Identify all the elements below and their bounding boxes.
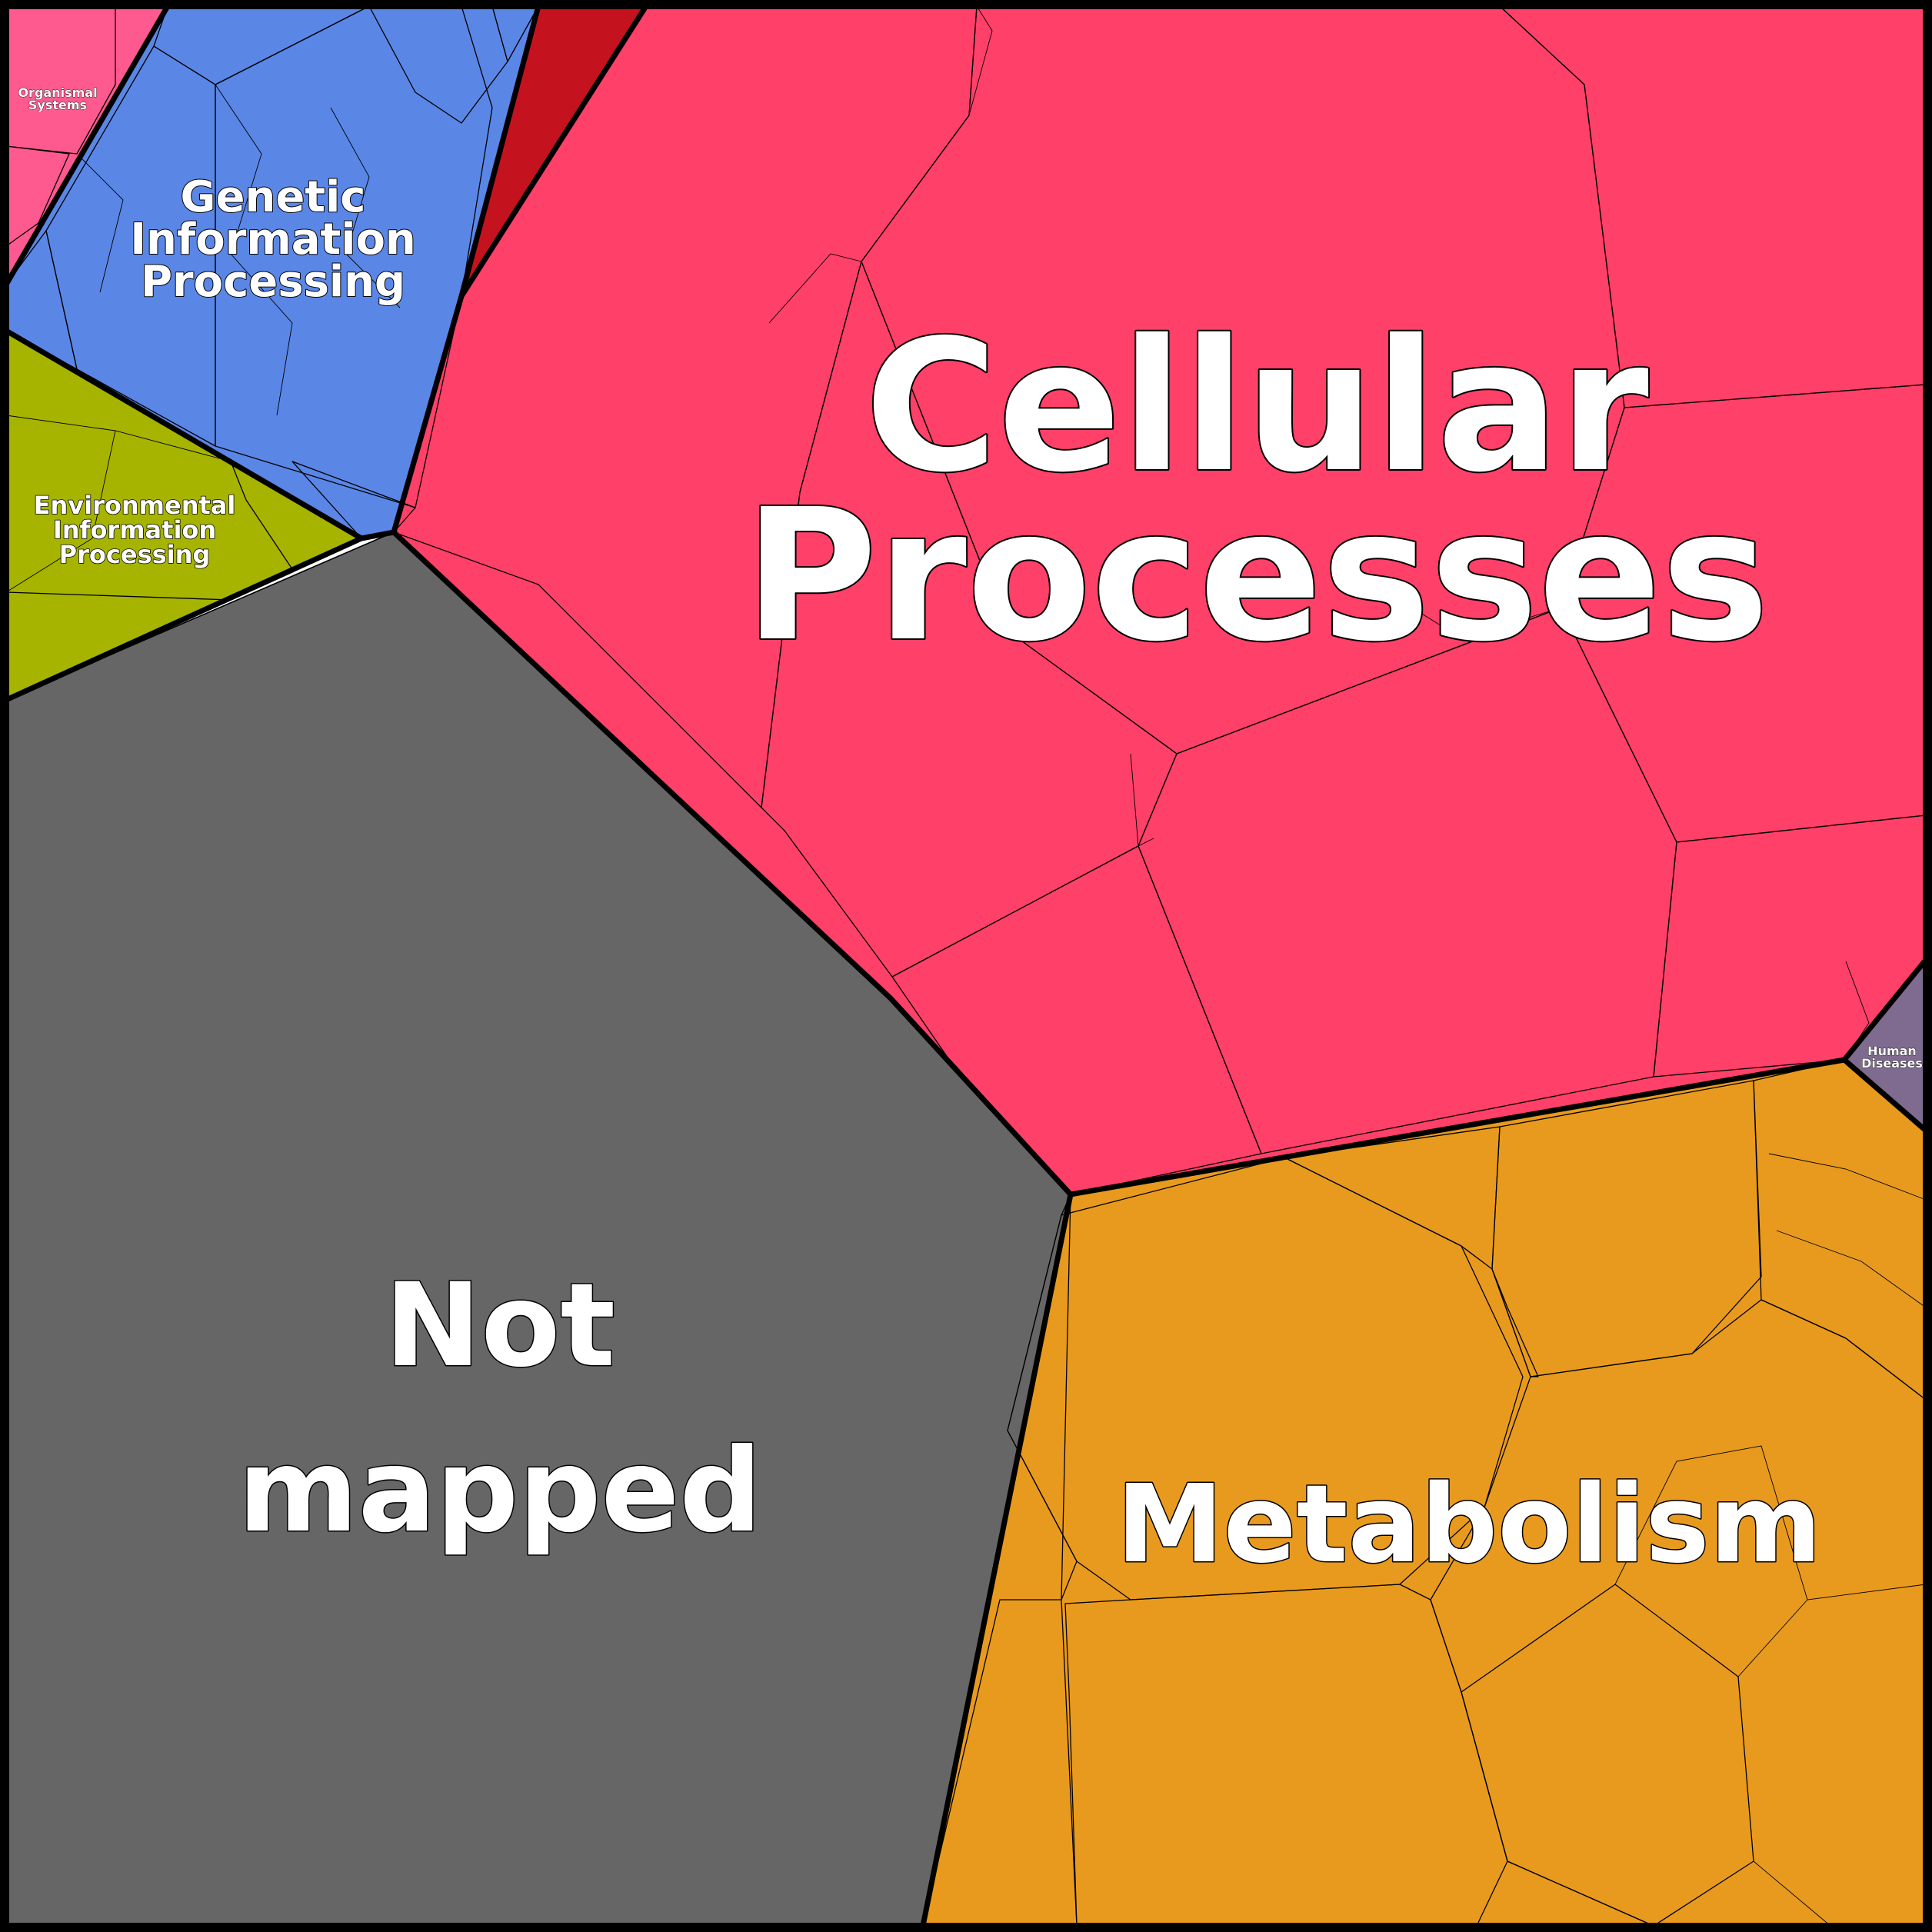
cellular-cell-lower-left	[761, 261, 1178, 978]
boundary-cellular-metabolism	[1070, 1057, 1845, 1198]
metabolism-fine-line-4	[1768, 1153, 1927, 1201]
metabolism-cell-yellow-left	[922, 1194, 1078, 1927]
label-not-mapped-line-2: mapped	[238, 1424, 761, 1558]
label-genetic-line-1: Genetic	[181, 172, 366, 222]
label-environmental-line-3: Processing	[59, 540, 211, 569]
label-genetic-line-3: Processing	[141, 257, 405, 307]
label-organismal-line-1: Organismal	[18, 85, 97, 100]
metabolism-cell-tan-lower	[1491, 1268, 1539, 1377]
label-genetic-line-2: Information	[130, 215, 416, 265]
label-cellular-line-1: Cellular	[864, 301, 1649, 512]
cellular-fine-line-3	[1130, 753, 1154, 847]
metabolism-fine-line-2	[1614, 1445, 1808, 1601]
metabolism-fine-line-5	[1776, 1230, 1927, 1308]
metabolism-cell-amber	[1284, 1126, 1501, 1270]
environmental-fine-line-2	[5, 430, 116, 593]
label-environmental-line-1: Environmental	[34, 491, 236, 520]
label-metabolism: Metabolism	[1116, 1462, 1821, 1587]
genetic-cell-indigo	[45, 45, 216, 447]
label-organismal-line-2: Systems	[28, 98, 87, 112]
cellular-fine-line-1	[968, 5, 993, 116]
genetic-fine-line-1	[215, 84, 293, 416]
cellular-fine-line-4	[1399, 599, 1562, 639]
cellular-fine-line-2	[768, 253, 862, 324]
label-environmental-line-2: Information	[53, 515, 216, 545]
boundary-human-diseases-bottom	[1842, 1058, 1928, 1133]
boundary-organismal-genetic	[3, 5, 171, 286]
label-human-diseases-line-1: Human	[1867, 1044, 1917, 1058]
boundary-human-diseases	[1842, 958, 1928, 1062]
label-not-mapped-line-1: Not	[385, 1259, 615, 1393]
label-cellular-line-2: Processes	[744, 470, 1770, 681]
genetic-fine-line-2	[330, 107, 401, 308]
boundary-not-mapped-cellular	[391, 530, 1073, 1197]
boundary-not-mapped-metabolism	[920, 1194, 1074, 1927]
label-human-diseases-line-2: Diseases	[1861, 1056, 1923, 1071]
boundary-env-genetic	[5, 328, 363, 541]
metabolism-fine-line-3	[1753, 1860, 1831, 1927]
genetic-fine-line-3	[76, 153, 124, 293]
boundary-sliver-genetic	[458, 5, 541, 297]
labels: Cellular Processes Not mapped Metabolism…	[18, 85, 1923, 1589]
